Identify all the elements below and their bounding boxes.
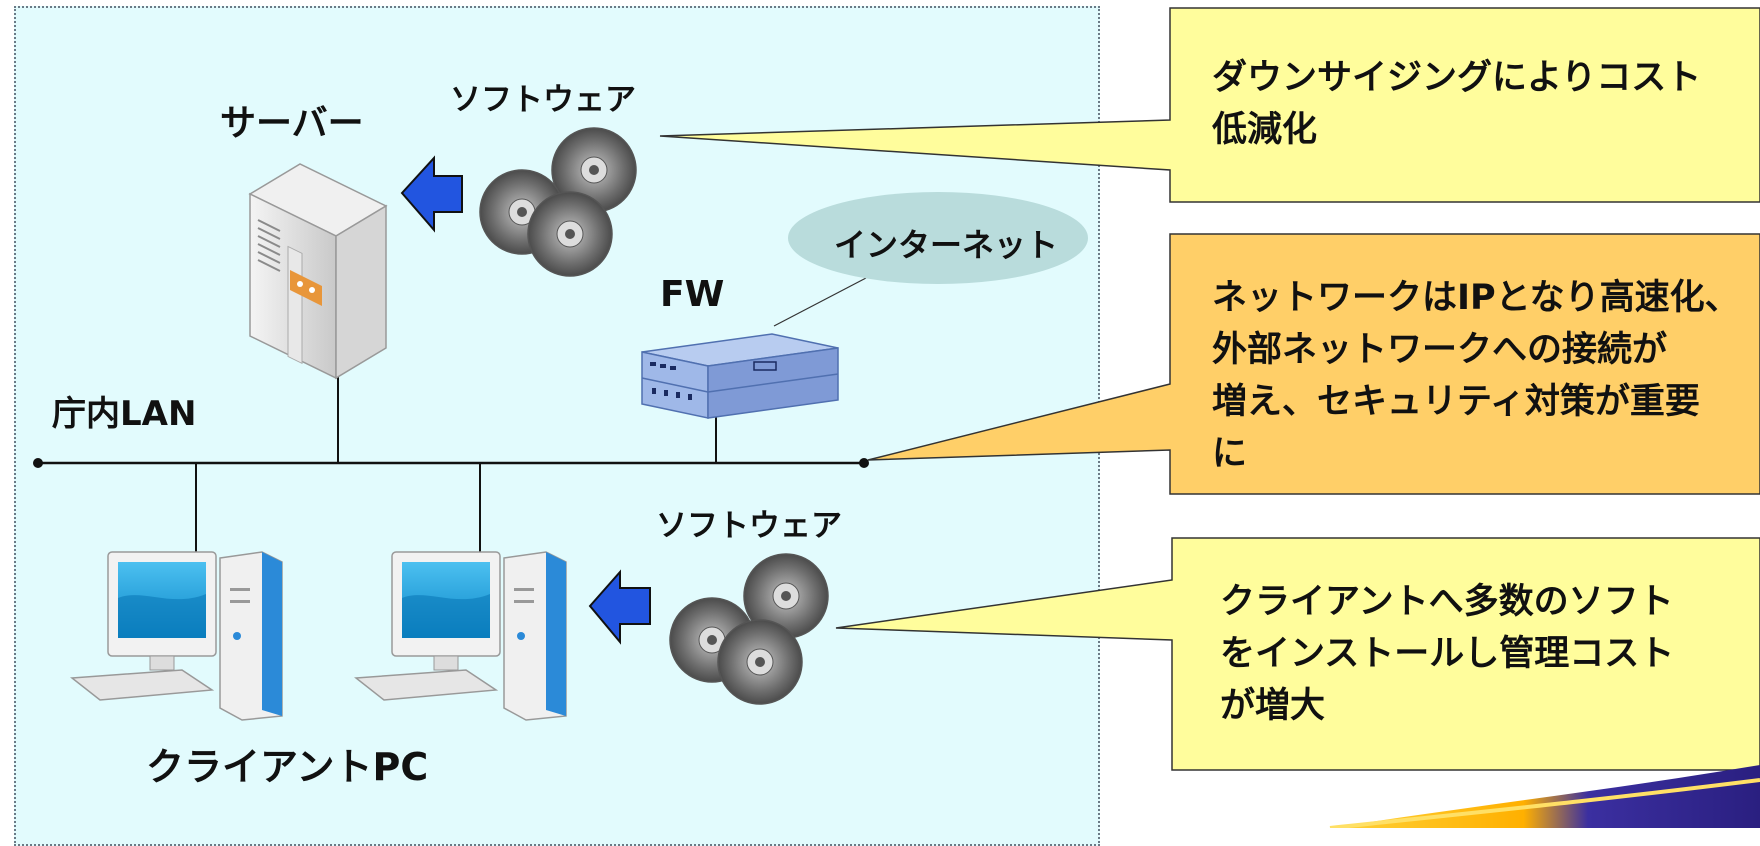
callout-line: 増え、セキュリティ対策が重要 (1212, 382, 1700, 422)
software-label-bottom: ソフトウェア (656, 508, 842, 544)
network-diagram (33, 7, 1760, 828)
callout-line: ダウンサイジングによりコスト (1212, 58, 1702, 98)
callout-middle (867, 233, 1760, 495)
lan-label: 庁内LAN (52, 394, 197, 434)
software-label-top: ソフトウェア (450, 82, 636, 118)
software-disc-icon (479, 127, 637, 277)
callout-bottom (835, 537, 1760, 771)
callout-bottom-text: クライアントへ多数のソフト をインストールし管理コスト が増大 (1220, 576, 1674, 732)
callout-top-text: ダウンサイジングによりコスト 低減化 (1212, 52, 1701, 156)
callout-line: クライアントへ多数のソフト (1220, 582, 1674, 622)
client-pc-icon (354, 551, 567, 721)
client-pc-label: クライアントPC (146, 745, 429, 789)
blue-arrow-icon (400, 155, 463, 233)
callout-line: が増大 (1220, 686, 1326, 726)
callout-line: ネットワークはIPとなり高速化、 (1212, 278, 1740, 318)
callout-line: 外部ネットワークへの接続が (1212, 330, 1668, 370)
server-icon (248, 163, 388, 380)
client-pc-icon (70, 551, 283, 721)
server-label: サーバー (220, 103, 364, 144)
callout-middle-text: ネットワークはIPとなり高速化、 外部ネットワークへの接続が 増え、セキュリティ… (1212, 272, 1740, 480)
blue-arrow-icon (588, 569, 651, 645)
cloud-ellipse (773, 192, 1088, 327)
callout-line: に (1212, 434, 1248, 474)
software-disc-icon (669, 553, 829, 705)
decorative-swoosh (1329, 765, 1760, 828)
internet-label: インターネット (834, 226, 1059, 264)
callout-line: 低減化 (1212, 110, 1318, 150)
router-icon (641, 333, 839, 419)
callout-line: をインストールし管理コスト (1220, 634, 1675, 674)
callout-top (659, 7, 1760, 203)
fw-label: FW (660, 274, 725, 315)
